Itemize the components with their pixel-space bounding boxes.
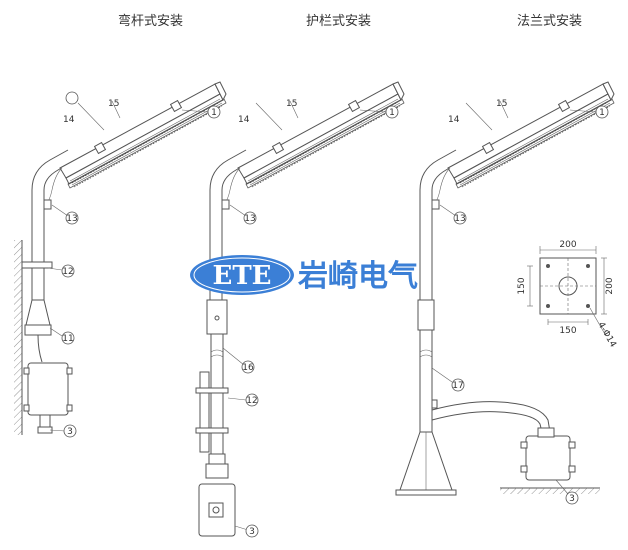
- callout-13: 13: [244, 214, 255, 224]
- junction-box: [27, 362, 69, 416]
- callout-3: 3: [67, 427, 73, 437]
- flange-plate-detail: 200 150 200 150 4-Φ14: [517, 240, 618, 350]
- brand-latin-text: ETE: [213, 261, 272, 291]
- lamp-fixture: [59, 81, 227, 189]
- callout-1: 1: [211, 108, 217, 118]
- curved-pole: [31, 149, 69, 330]
- dim-bottom-width: 150: [559, 326, 576, 336]
- junction-box: [525, 435, 571, 481]
- callout-1: 1: [389, 108, 395, 118]
- lamp-fixture: [237, 81, 405, 189]
- dim-top-width: 200: [559, 240, 576, 250]
- callout-15: 15: [496, 99, 507, 109]
- wall-clamp: [21, 261, 53, 269]
- guardrail-post: [199, 371, 210, 453]
- dim-hole-spec: 4-Φ14: [595, 321, 618, 350]
- curved-pole-assembly: [14, 81, 227, 435]
- ground-hatch: [500, 488, 600, 494]
- brand-chinese-text: 岩崎电气: [298, 259, 418, 294]
- guardrail-assembly: [195, 81, 405, 537]
- callout-13: 13: [66, 214, 77, 224]
- callout-16: 16: [242, 363, 254, 373]
- junction-box: [198, 483, 236, 537]
- callout-12: 12: [62, 267, 73, 277]
- pole-coupling: [206, 299, 228, 335]
- callout-11: 11: [62, 334, 73, 344]
- callouts: 14 15 1 13 12 11 3 14 15 1 13 16 12 3 14…: [61, 91, 609, 538]
- title-flange: 法兰式安装: [517, 14, 583, 29]
- callout-1: 1: [599, 108, 605, 118]
- callout-3: 3: [569, 494, 575, 504]
- callout-14: 14: [63, 115, 75, 125]
- dim-left-side: 150: [517, 277, 527, 294]
- brand-oval: [190, 255, 294, 295]
- flange-pole: [419, 149, 457, 440]
- title-curved-pole: 弯杆式安装: [118, 14, 184, 29]
- callout-12: 12: [246, 396, 257, 406]
- callout-15: 15: [108, 99, 119, 109]
- base-sleeve: [25, 299, 51, 326]
- guardrail-pole: [209, 149, 247, 300]
- callout-14: 14: [448, 115, 460, 125]
- callout-13: 13: [454, 214, 465, 224]
- callout-3: 3: [249, 527, 255, 537]
- title-guardrail: 护栏式安装: [306, 14, 372, 29]
- flexible-conduit: [431, 401, 551, 433]
- lamp-fixture: [447, 81, 615, 189]
- wall-hatch: [14, 240, 22, 435]
- callout-15: 15: [286, 99, 297, 109]
- flange-assembly: [395, 81, 615, 496]
- callout-circle: [207, 105, 221, 119]
- brand-watermark: ETE 岩崎电气: [190, 255, 418, 295]
- lower-pole: [210, 333, 224, 455]
- callout-17: 17: [452, 381, 463, 391]
- dim-right-side: 200: [605, 277, 615, 294]
- callout-14: 14: [238, 115, 250, 125]
